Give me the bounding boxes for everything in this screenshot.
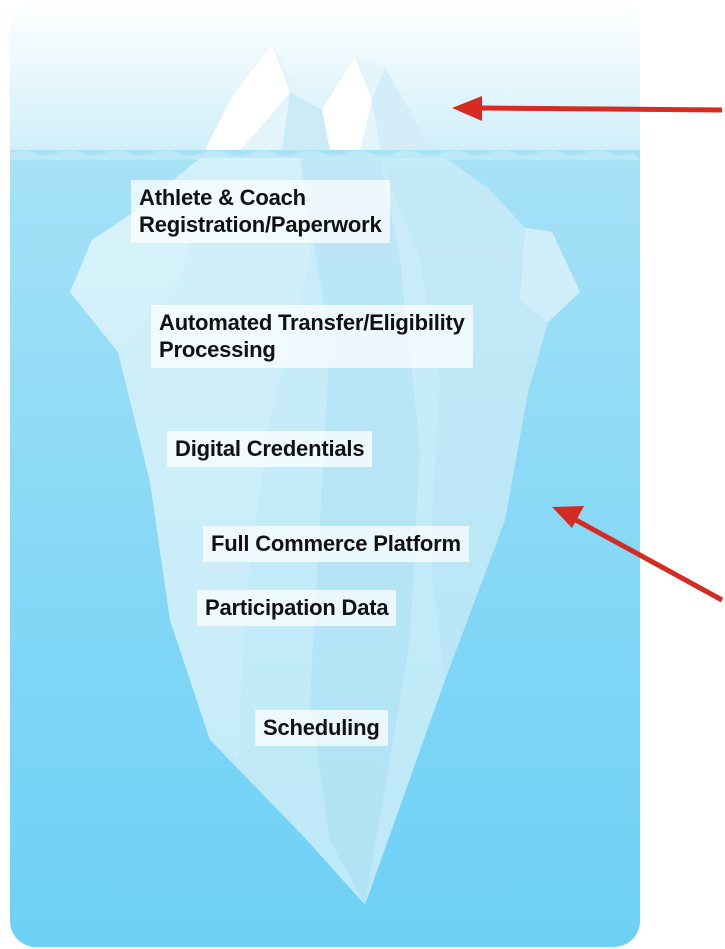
layer-label-line: Digital Credentials	[175, 436, 365, 461]
layer-label-line: Participation Data	[205, 595, 389, 620]
layer-label-line: Registration/Paperwork	[139, 212, 382, 237]
layer-label: Participation Data	[197, 590, 397, 626]
layer-label: Automated Transfer/Eligibility Processin…	[151, 305, 473, 368]
iceberg-tip	[205, 45, 432, 150]
ocean-panel	[10, 0, 640, 947]
layer-label-line: Automated Transfer/Eligibility	[159, 310, 465, 335]
layer-label-line: Scheduling	[263, 715, 380, 740]
layer-label: Full Commerce Platform	[203, 526, 469, 562]
layer-label-line: Processing	[159, 337, 276, 362]
layer-label-line: Athlete & Coach	[139, 185, 306, 210]
arrow-below-water	[552, 506, 724, 603]
water-surface-wave	[10, 150, 640, 160]
layer-label: Scheduling	[255, 710, 388, 746]
arrow-above-water	[452, 96, 723, 121]
layer-label: Digital Credentials	[167, 431, 373, 467]
layer-label-line: Full Commerce Platform	[211, 531, 461, 556]
layer-label: Athlete & Coach Registration/Paperwork	[131, 180, 390, 243]
